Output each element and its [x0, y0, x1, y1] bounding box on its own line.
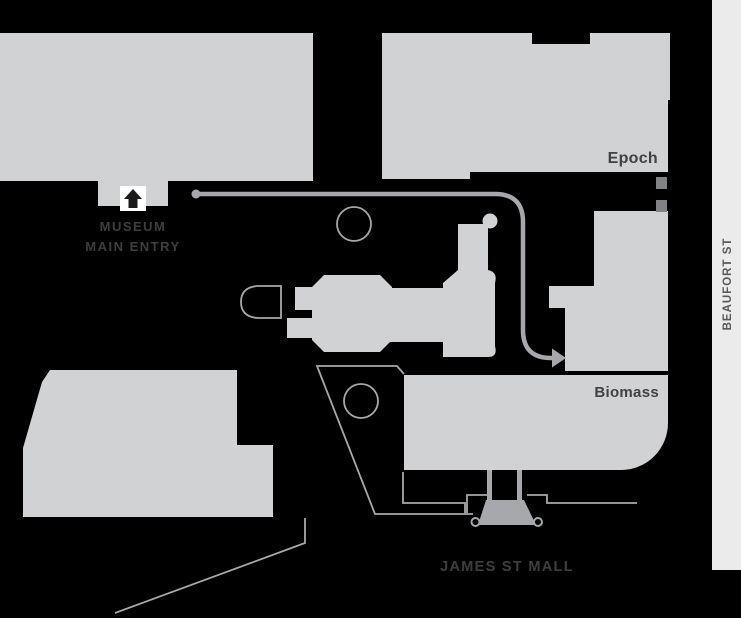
d-shaped-structure-outline [240, 285, 282, 319]
james-st-mall-label: JAMES ST MALL [440, 559, 574, 575]
route-group [191, 189, 566, 368]
plaza-outline [315, 365, 473, 515]
biomass-label: Biomass [594, 384, 659, 401]
fountain-base [478, 500, 536, 525]
fountain-leg-right [517, 470, 522, 501]
ground-outlines-group [114, 206, 637, 614]
central-hall-wing-upper [295, 287, 313, 310]
beaufort-street-strip [712, 0, 741, 570]
building-museum-north [0, 33, 313, 206]
paving-outline-right [527, 494, 637, 504]
building-biomass [404, 375, 668, 470]
building-epoch-annex [549, 211, 668, 371]
beaufort-st-label: BEAUFORT ST [722, 238, 734, 331]
epoch-door-markers [656, 177, 667, 212]
central-hall-tower [443, 224, 496, 357]
museum-entry-marker [120, 186, 146, 211]
route-arrowhead-icon [552, 348, 566, 368]
courtyard-circle-south [343, 383, 379, 419]
route-start-dot [191, 189, 201, 199]
fountain-corner-right [533, 517, 543, 527]
door-marker-bottom [656, 200, 667, 212]
james-st-outline [114, 518, 306, 614]
central-hall-wing-lower [287, 318, 313, 338]
fountain-corner-left [470, 517, 481, 527]
paving-outline-inner [466, 494, 487, 513]
door-marker-top [656, 177, 667, 189]
central-hall-turret [482, 213, 498, 229]
central-hall-octagon [312, 275, 392, 352]
route-path [196, 191, 553, 361]
museum-entry-label-line2: MAIN ENTRY [85, 239, 180, 254]
paving-outline-left [402, 472, 466, 513]
epoch-label: Epoch [608, 150, 658, 167]
courtyard-circle-north [336, 206, 372, 242]
building-northeast [382, 33, 670, 179]
buildings-group [0, 33, 670, 517]
fountain-leg-left [487, 470, 492, 501]
central-hall-connector [385, 288, 445, 342]
fountain-structure [470, 470, 543, 527]
museum-entry-label-line1: MUSEUM [100, 219, 167, 234]
building-southwest [23, 370, 273, 517]
up-arrow-icon [124, 189, 142, 208]
